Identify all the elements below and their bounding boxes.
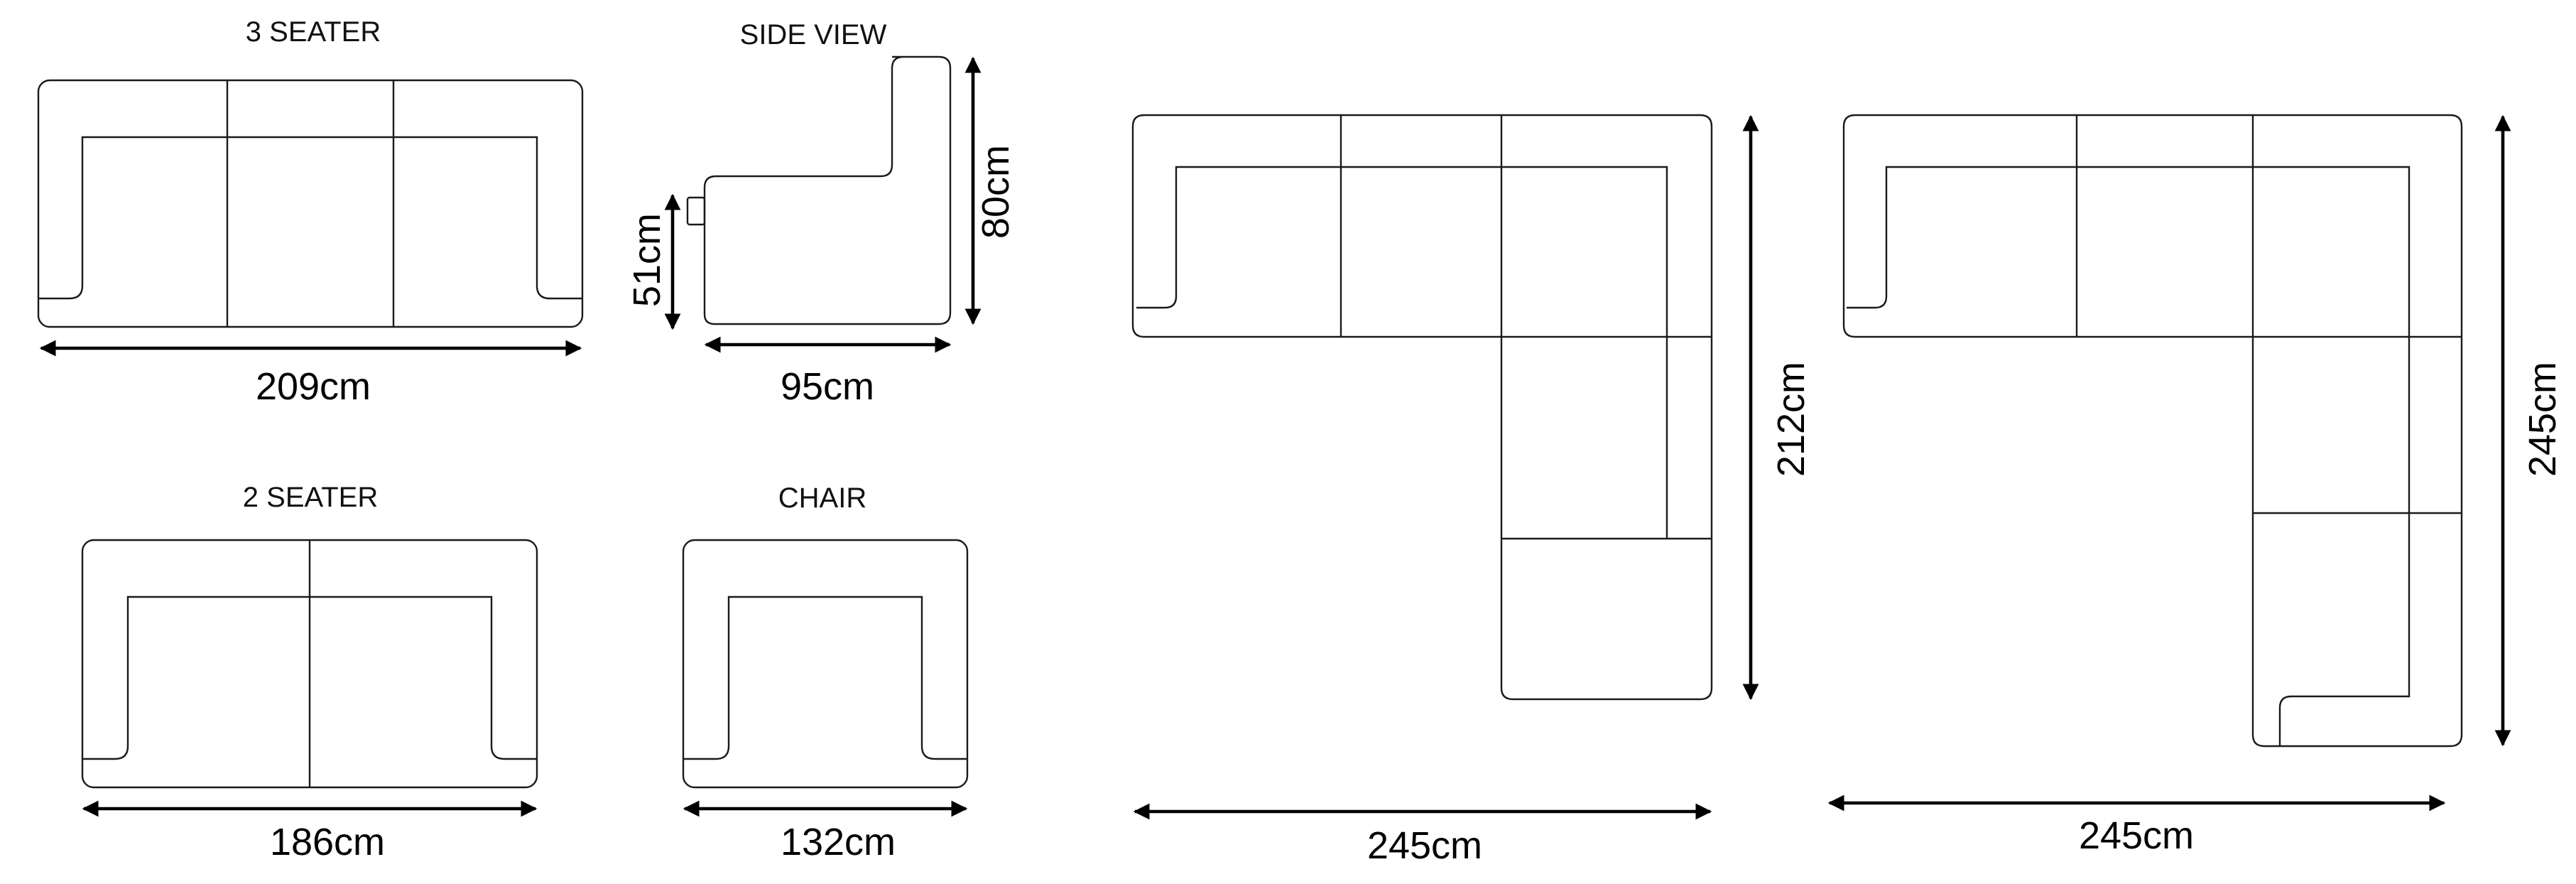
two-seater-plan — [81, 539, 538, 789]
side-view-height-label: 80cm — [974, 145, 1017, 239]
corner-u-arm-back — [1847, 166, 2411, 746]
corner-u-group: 245cm 245cm — [1827, 114, 2564, 857]
corner-u-width-label: 245cm — [2079, 814, 2194, 857]
side-view-leg — [686, 196, 706, 226]
chair-width-label: 132cm — [781, 821, 896, 863]
three-seater-outline — [37, 79, 584, 328]
side-view-profile — [703, 55, 952, 325]
chair-outline — [682, 539, 969, 789]
three-seater-arm-back — [38, 136, 582, 300]
three-seater-width-label: 209cm — [256, 365, 371, 408]
corner-l-group: 212cm 245cm — [1131, 114, 1813, 867]
corner-u-plan — [1842, 114, 2463, 748]
three-seater-plan — [37, 79, 584, 328]
two-seater-title: 2 SEATER — [243, 482, 378, 513]
three-seater-title: 3 SEATER — [246, 16, 381, 48]
side-view-depth-label: 95cm — [781, 365, 874, 408]
three-seater-group: 3 SEATER 209cm — [37, 16, 584, 408]
side-view-title: SIDE VIEW — [740, 19, 887, 50]
corner-l-arm-back — [1136, 166, 1668, 539]
corner-l-outline — [1131, 114, 1713, 701]
chair-plan — [682, 539, 969, 789]
corner-l-plan — [1131, 114, 1713, 701]
chair-group: CHAIR 132cm — [682, 483, 969, 863]
side-view-seat-height-label: 51cm — [626, 213, 668, 307]
corner-u-height-label: 245cm — [2521, 362, 2564, 477]
two-seater-width-label: 186cm — [270, 821, 385, 863]
corner-l-width-label: 245cm — [1367, 824, 1482, 867]
chair-title: CHAIR — [778, 483, 866, 514]
chair-arm-back — [683, 595, 967, 760]
corner-l-height-label: 212cm — [1770, 362, 1813, 477]
side-view-group: SIDE VIEW 80cm 51cm 95cm — [626, 19, 1017, 408]
corner-u-outline — [1842, 114, 2463, 748]
two-seater-group: 2 SEATER 186cm — [81, 482, 538, 863]
